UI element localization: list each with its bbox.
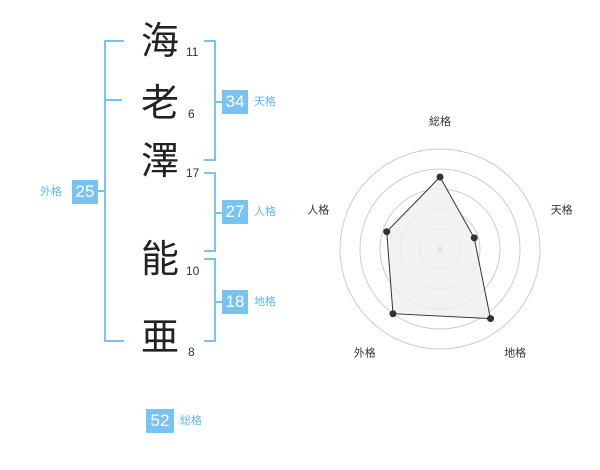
radar-axis-label-4: 人格: [307, 202, 329, 216]
chikaku-connector: [214, 301, 222, 303]
tenkaku-value: 34: [222, 90, 248, 114]
radar-axis-label-1: 天格: [551, 202, 573, 216]
chikaku-label: 地格: [254, 295, 276, 308]
radar-point-2: [487, 315, 495, 323]
chikaku-bracket: [204, 258, 216, 342]
name-char-4: 能: [140, 237, 179, 281]
jinkaku-value: 27: [222, 200, 248, 224]
jinkaku-connector: [214, 212, 222, 214]
soukaku-label: 総格: [180, 414, 202, 427]
radar-points: [383, 173, 495, 323]
stroke-count-1: 11: [186, 45, 199, 59]
name-char-2: 老: [140, 81, 179, 125]
radar-point-3: [389, 310, 397, 318]
name-char-5: 亜: [140, 315, 179, 359]
radar-ring: [339, 148, 541, 350]
gaikaku-label: 外格: [40, 185, 62, 198]
gaikaku-bracket-tick: [104, 99, 122, 101]
radar-ring: [359, 168, 521, 330]
tenkaku-connector: [214, 101, 222, 103]
radar-shape: [386, 176, 492, 320]
stroke-count-5: 8: [188, 345, 195, 359]
stroke-count-3: 17: [186, 166, 200, 180]
gaikaku-value: 25: [72, 180, 98, 204]
tenkaku-bracket: [204, 40, 216, 161]
radar-point-1: [470, 234, 478, 242]
soukaku-value: 52: [146, 409, 174, 433]
stroke-count-4: 10: [186, 264, 200, 278]
gaikaku-connector: [98, 190, 106, 192]
stroke-count-2: 6: [188, 107, 195, 121]
radar-axis-label-0: 総格: [429, 114, 451, 128]
chikaku-value: 18: [222, 290, 248, 314]
tenkaku-label: 天格: [254, 95, 276, 108]
name-char-1: 海: [140, 19, 179, 63]
name-char-3: 澤: [140, 139, 179, 183]
radar-axis-label-2: 地格: [504, 346, 526, 360]
radar-point-0: [436, 173, 444, 181]
jinkaku-label: 人格: [254, 205, 276, 218]
radar-axis-label-3: 外格: [354, 346, 376, 360]
radar-point-4: [383, 228, 391, 236]
